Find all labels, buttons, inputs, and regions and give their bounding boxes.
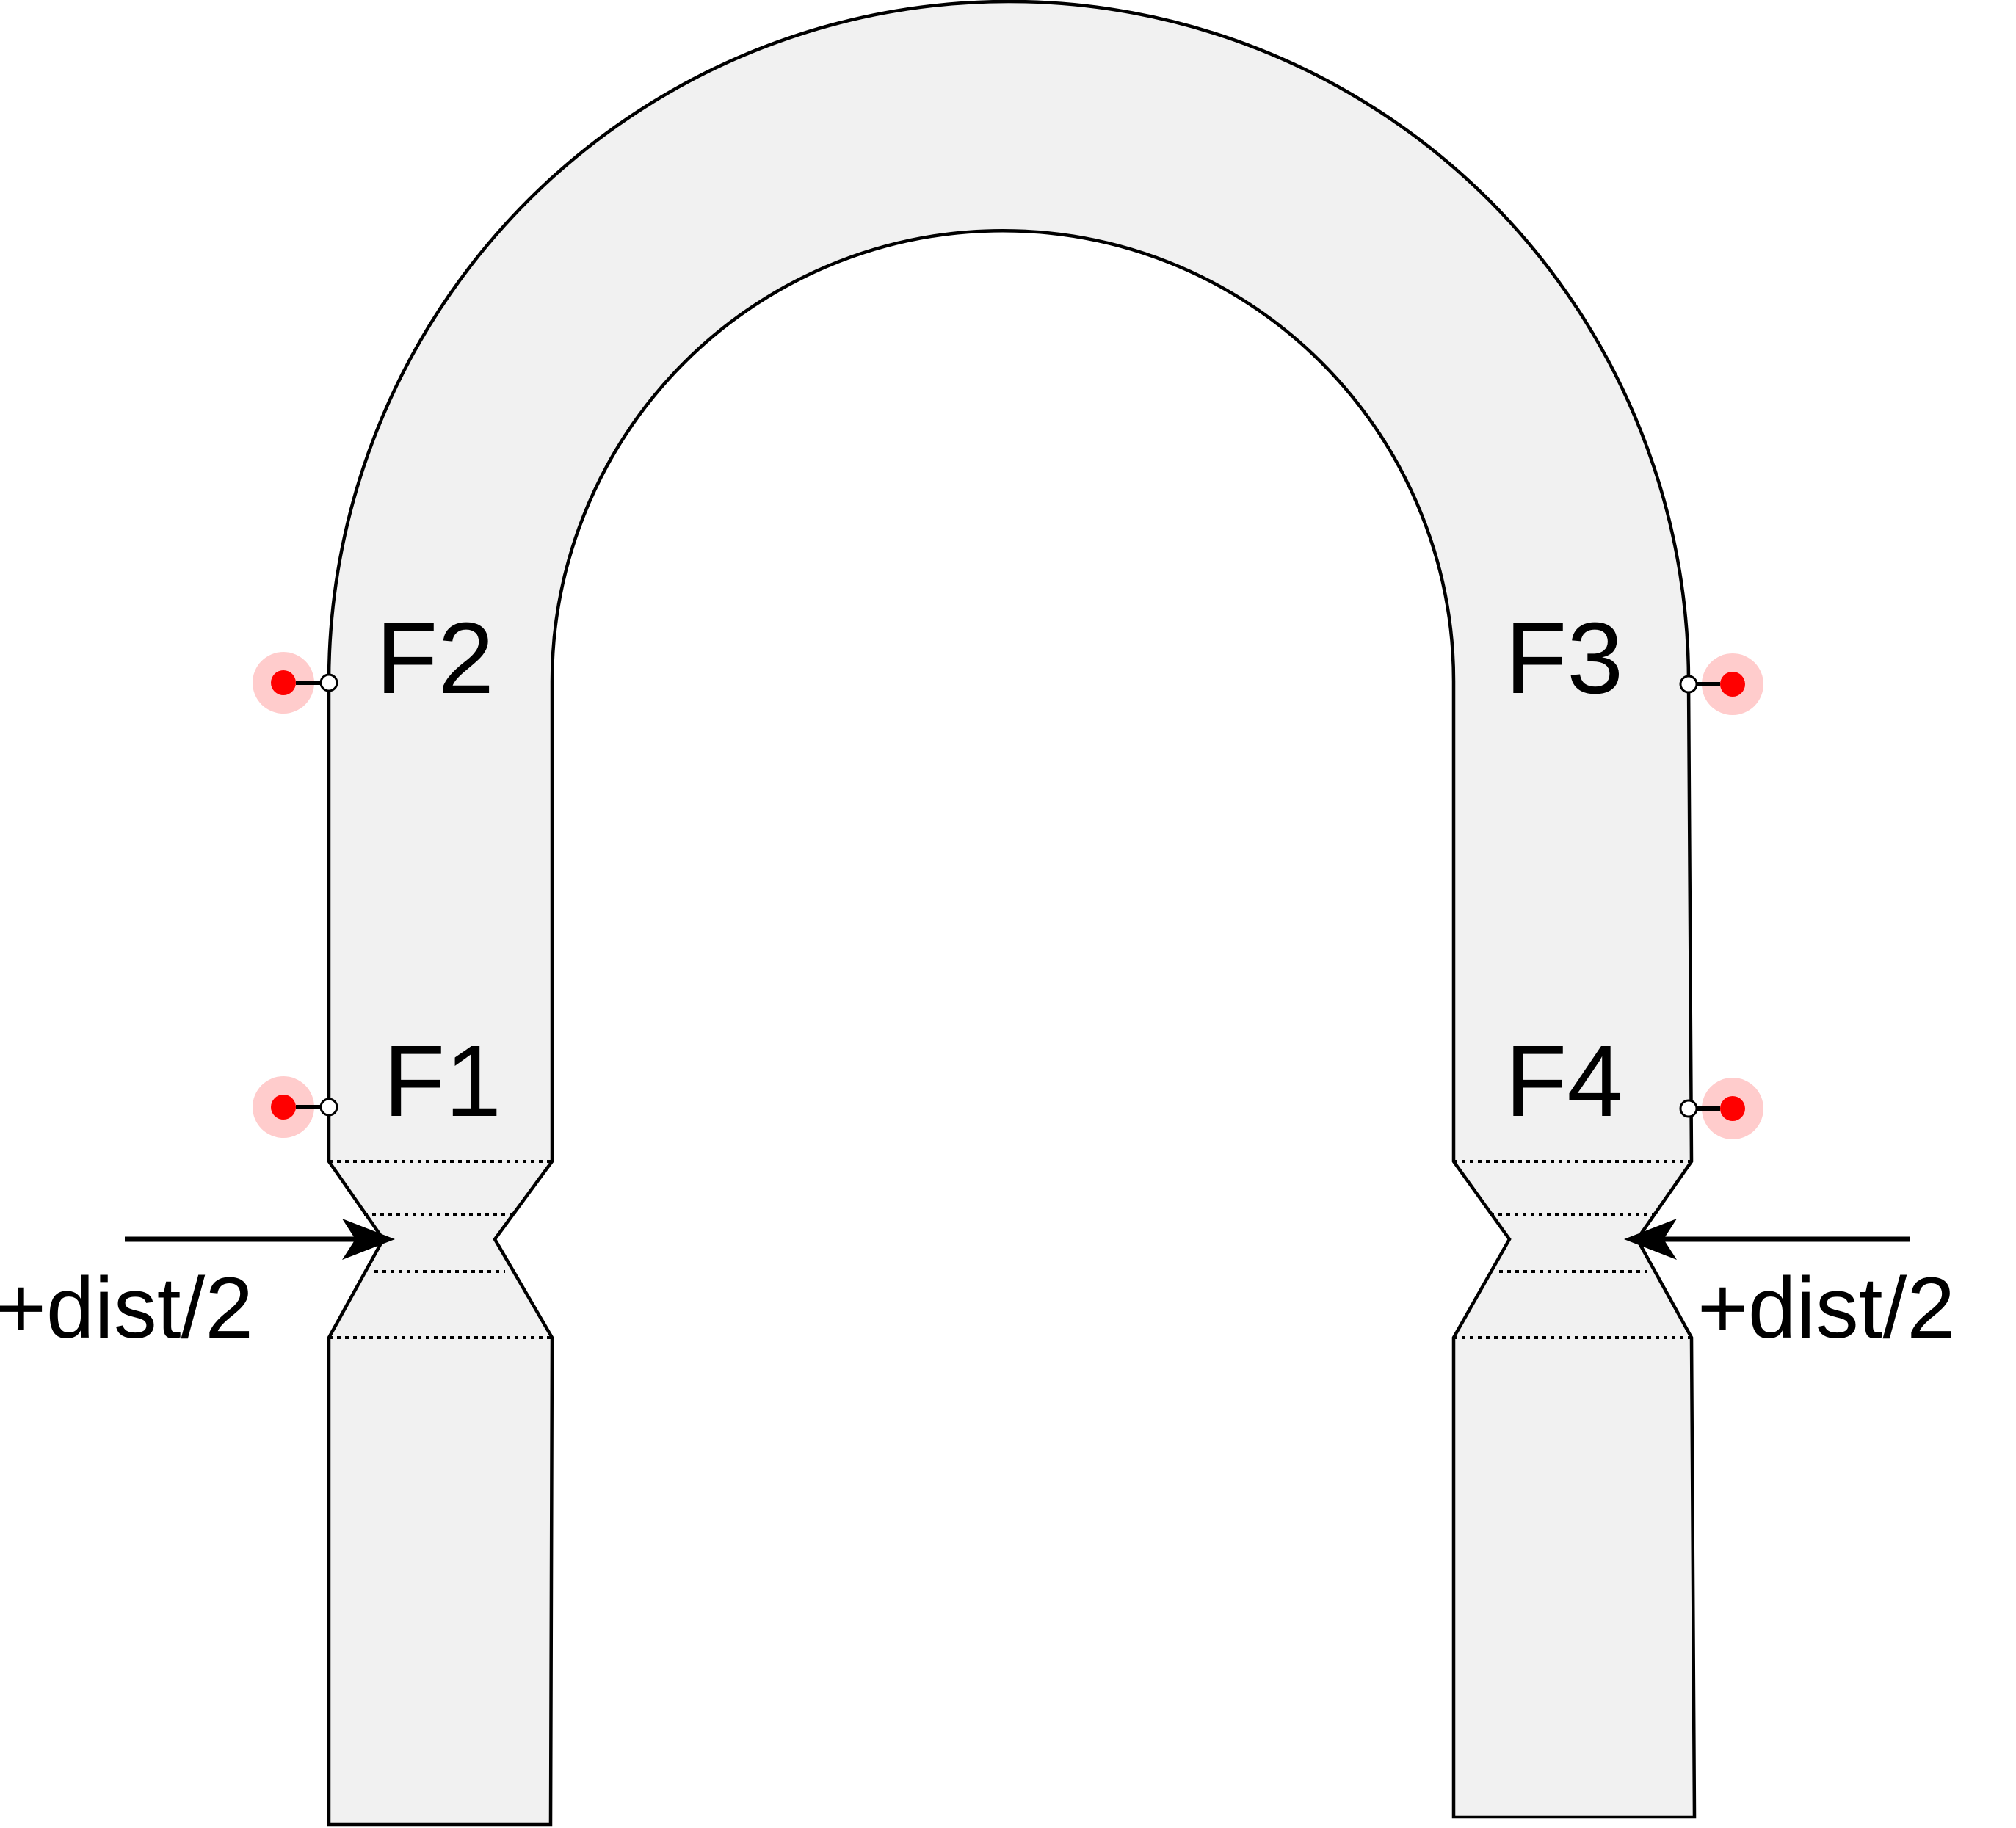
left-notch-guides bbox=[329, 1160, 552, 1339]
marker-anchor bbox=[1679, 1099, 1698, 1118]
f2-marker bbox=[253, 652, 338, 714]
marker-dot bbox=[271, 670, 296, 695]
dist-label-right: +dist/2 bbox=[1697, 1260, 1955, 1357]
marker-dot bbox=[271, 1095, 296, 1120]
dist-label-left: +dist/2 bbox=[0, 1260, 253, 1357]
marker-anchor bbox=[319, 673, 338, 692]
right-notch-guides bbox=[1454, 1160, 1692, 1339]
f4-marker bbox=[1679, 1078, 1763, 1139]
f4-label: F4 bbox=[1505, 1025, 1623, 1138]
f2-label: F2 bbox=[376, 602, 494, 715]
left-arrow-head bbox=[342, 1219, 395, 1260]
f3-marker bbox=[1679, 653, 1763, 715]
marker-anchor bbox=[319, 1098, 338, 1117]
marker-anchor bbox=[1679, 675, 1698, 694]
u-shape-body bbox=[327, 0, 1697, 1827]
marker-dot bbox=[1720, 672, 1745, 697]
right-arrow-head bbox=[1624, 1219, 1677, 1260]
f1-label: F1 bbox=[383, 1025, 501, 1138]
f1-marker bbox=[253, 1076, 338, 1138]
marker-dot bbox=[1720, 1096, 1745, 1121]
f3-label: F3 bbox=[1505, 602, 1623, 715]
